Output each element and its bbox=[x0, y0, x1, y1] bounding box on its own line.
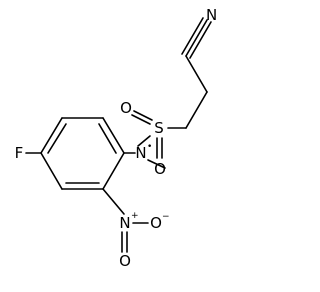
atom-sulfonyl-o-left: O bbox=[120, 99, 132, 117]
s-o-left-double-bond-1 bbox=[133, 110, 153, 121]
atom-sulfonyl-o-right: O bbox=[154, 160, 166, 178]
nitro-n-plus-charge: + bbox=[131, 211, 139, 221]
ring-bond-3 bbox=[40, 117, 63, 154]
chemical-structure: N S O O N • F N + O O − bbox=[15, 6, 218, 270]
n-methyl-bond bbox=[147, 159, 166, 169]
nitrile-triple-bond-1 bbox=[185, 19, 208, 57]
atom-sulfur: S bbox=[154, 119, 164, 137]
chain-bond-2 bbox=[185, 91, 208, 129]
ring-bond-4 bbox=[40, 152, 63, 190]
atom-labels: N S O O N • F N + O O − bbox=[15, 6, 218, 270]
atom-nitrile-n: N bbox=[206, 6, 217, 24]
atom-sulfonamide-n: N bbox=[135, 144, 146, 162]
chain-bond-1 bbox=[185, 55, 208, 93]
s-o-left-double-bond-2 bbox=[131, 114, 151, 125]
c-nitro-bond bbox=[102, 188, 125, 215]
ring-inner-bond-1 bbox=[98, 123, 117, 154]
nitrile-triple-bond-2 bbox=[181, 17, 204, 55]
nitrile-triple-bond-3 bbox=[189, 21, 212, 59]
ring-bond-1 bbox=[102, 117, 125, 154]
nitro-o-minus-charge: − bbox=[162, 212, 170, 222]
atom-fluorine: F bbox=[15, 144, 24, 162]
bonds bbox=[25, 17, 212, 253]
atom-nitro-n: N bbox=[119, 214, 130, 232]
atom-nitro-o-bottom: O bbox=[119, 252, 131, 270]
s-n-bond bbox=[137, 135, 151, 147]
ring-inner-bond-2 bbox=[47, 123, 67, 154]
ring-bond-6 bbox=[102, 152, 125, 190]
atom-nitro-o-right: O bbox=[150, 214, 162, 232]
sulfonamide-n-radical-dot: • bbox=[147, 142, 152, 152]
